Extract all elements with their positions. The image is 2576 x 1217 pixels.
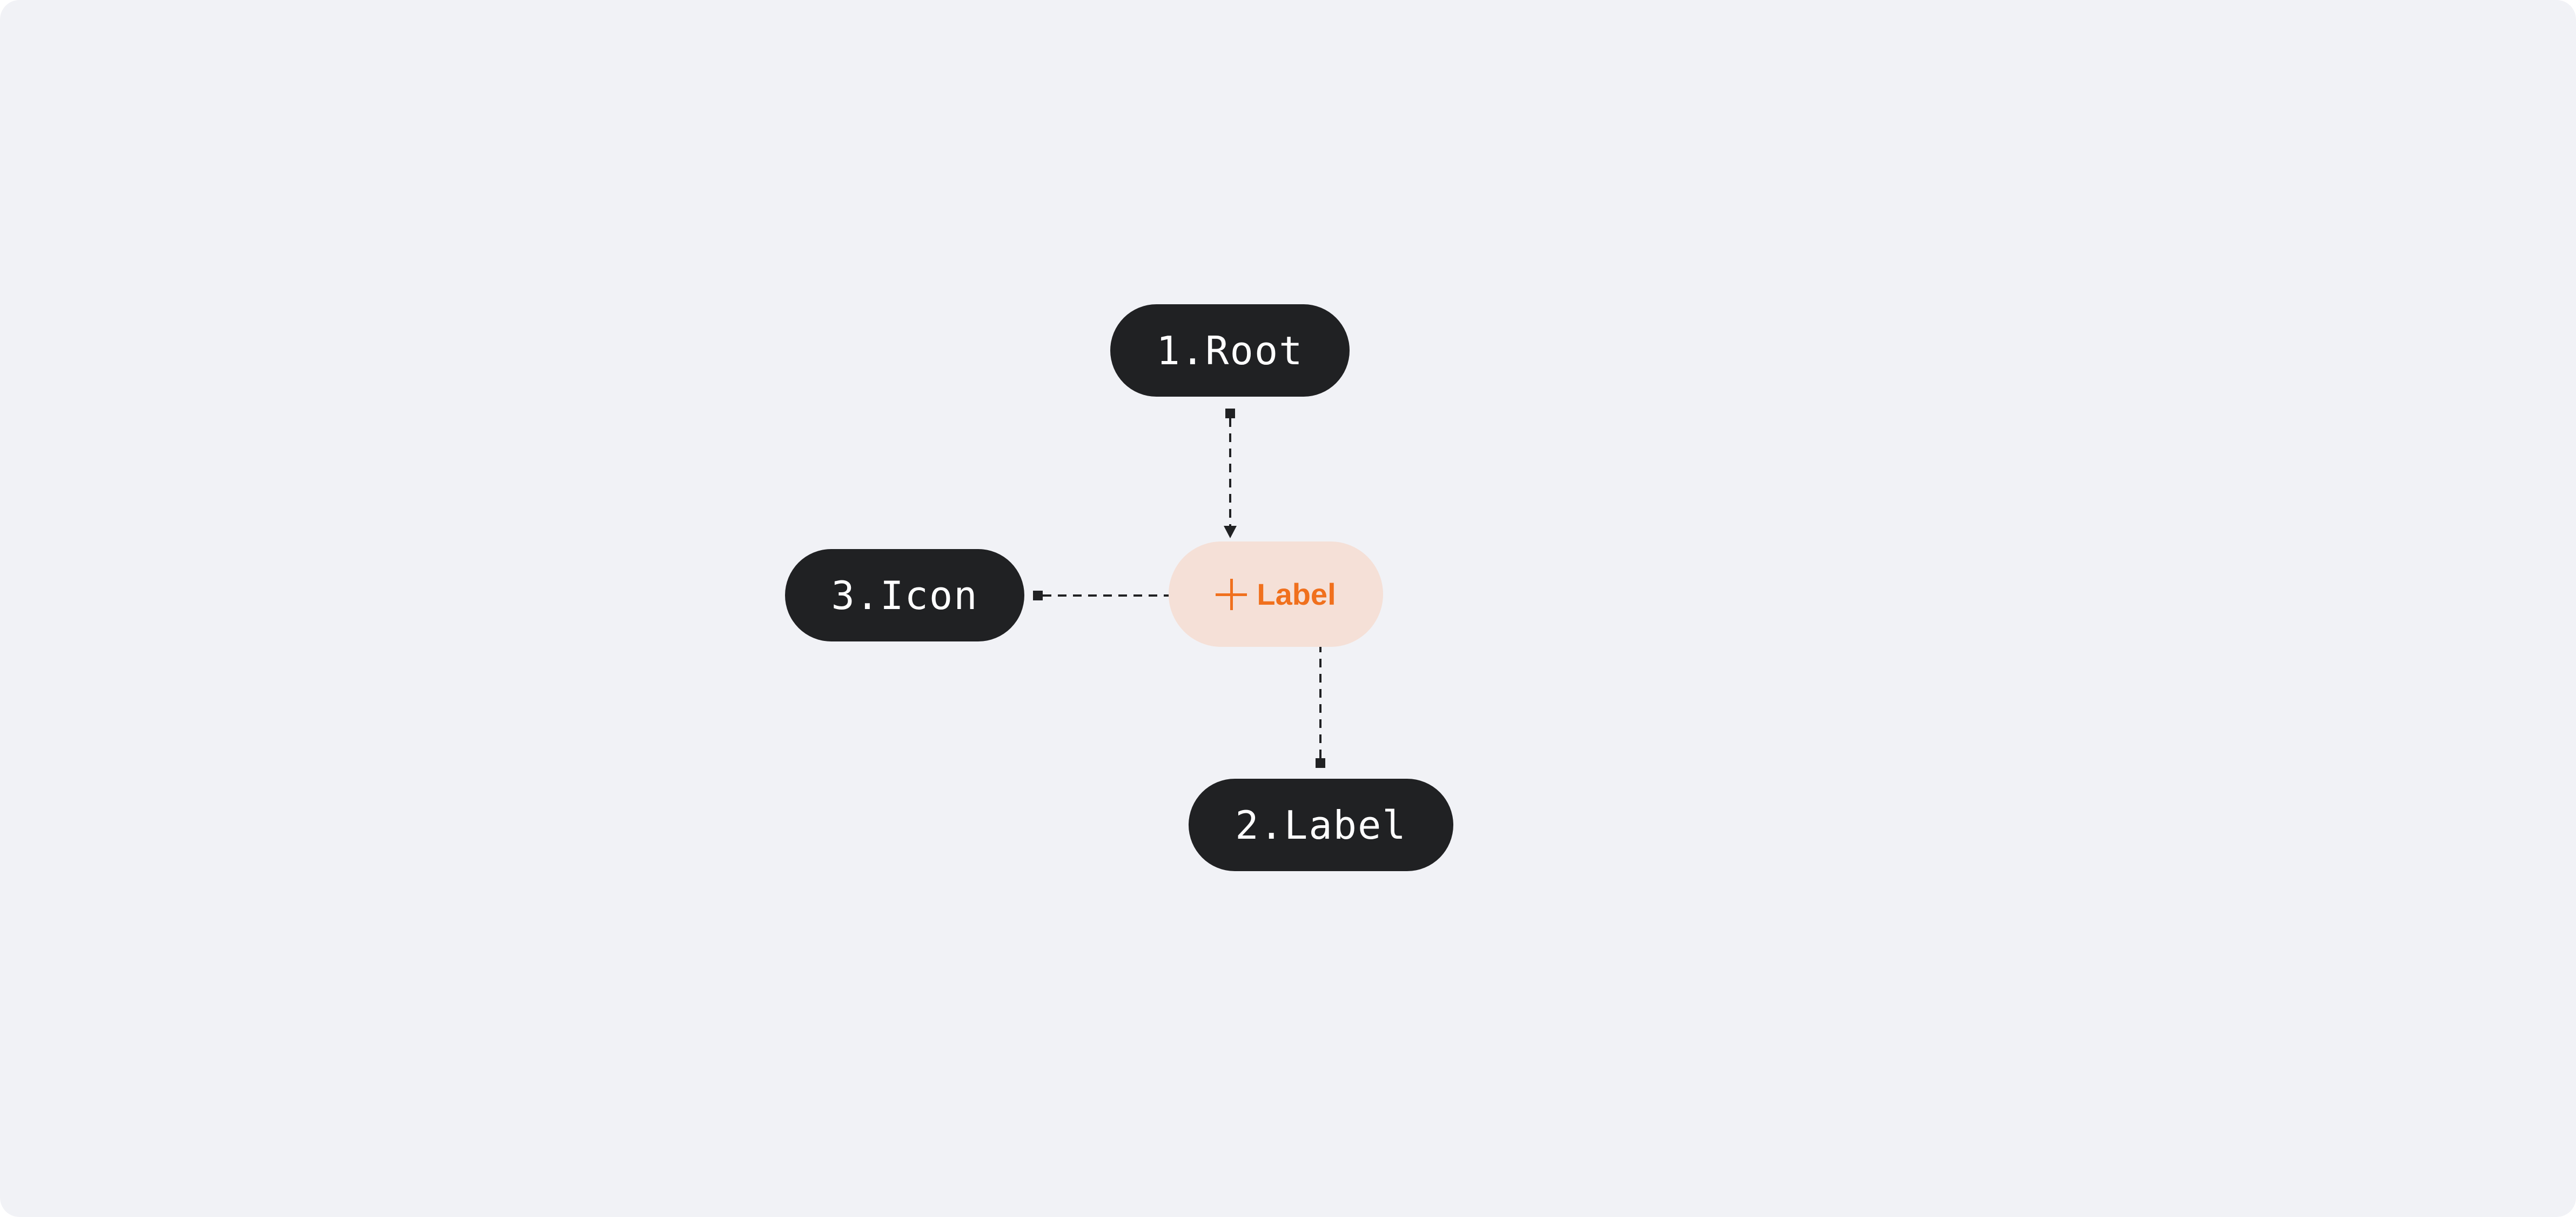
callout-root: 1.Root xyxy=(1110,304,1350,397)
callout-label: 2.Label xyxy=(1189,779,1453,871)
plus-icon xyxy=(1216,578,1247,610)
callout-icon: 3.Icon xyxy=(785,549,1024,641)
connector-icon-anchor xyxy=(1033,591,1043,600)
connector-label-anchor xyxy=(1316,758,1325,768)
label-button[interactable]: Label xyxy=(1169,541,1383,647)
label-button-text: Label xyxy=(1257,577,1336,611)
connector-root-anchor xyxy=(1225,409,1235,418)
connector-root xyxy=(1224,409,1237,538)
connector-root-arrowhead xyxy=(1224,526,1237,538)
